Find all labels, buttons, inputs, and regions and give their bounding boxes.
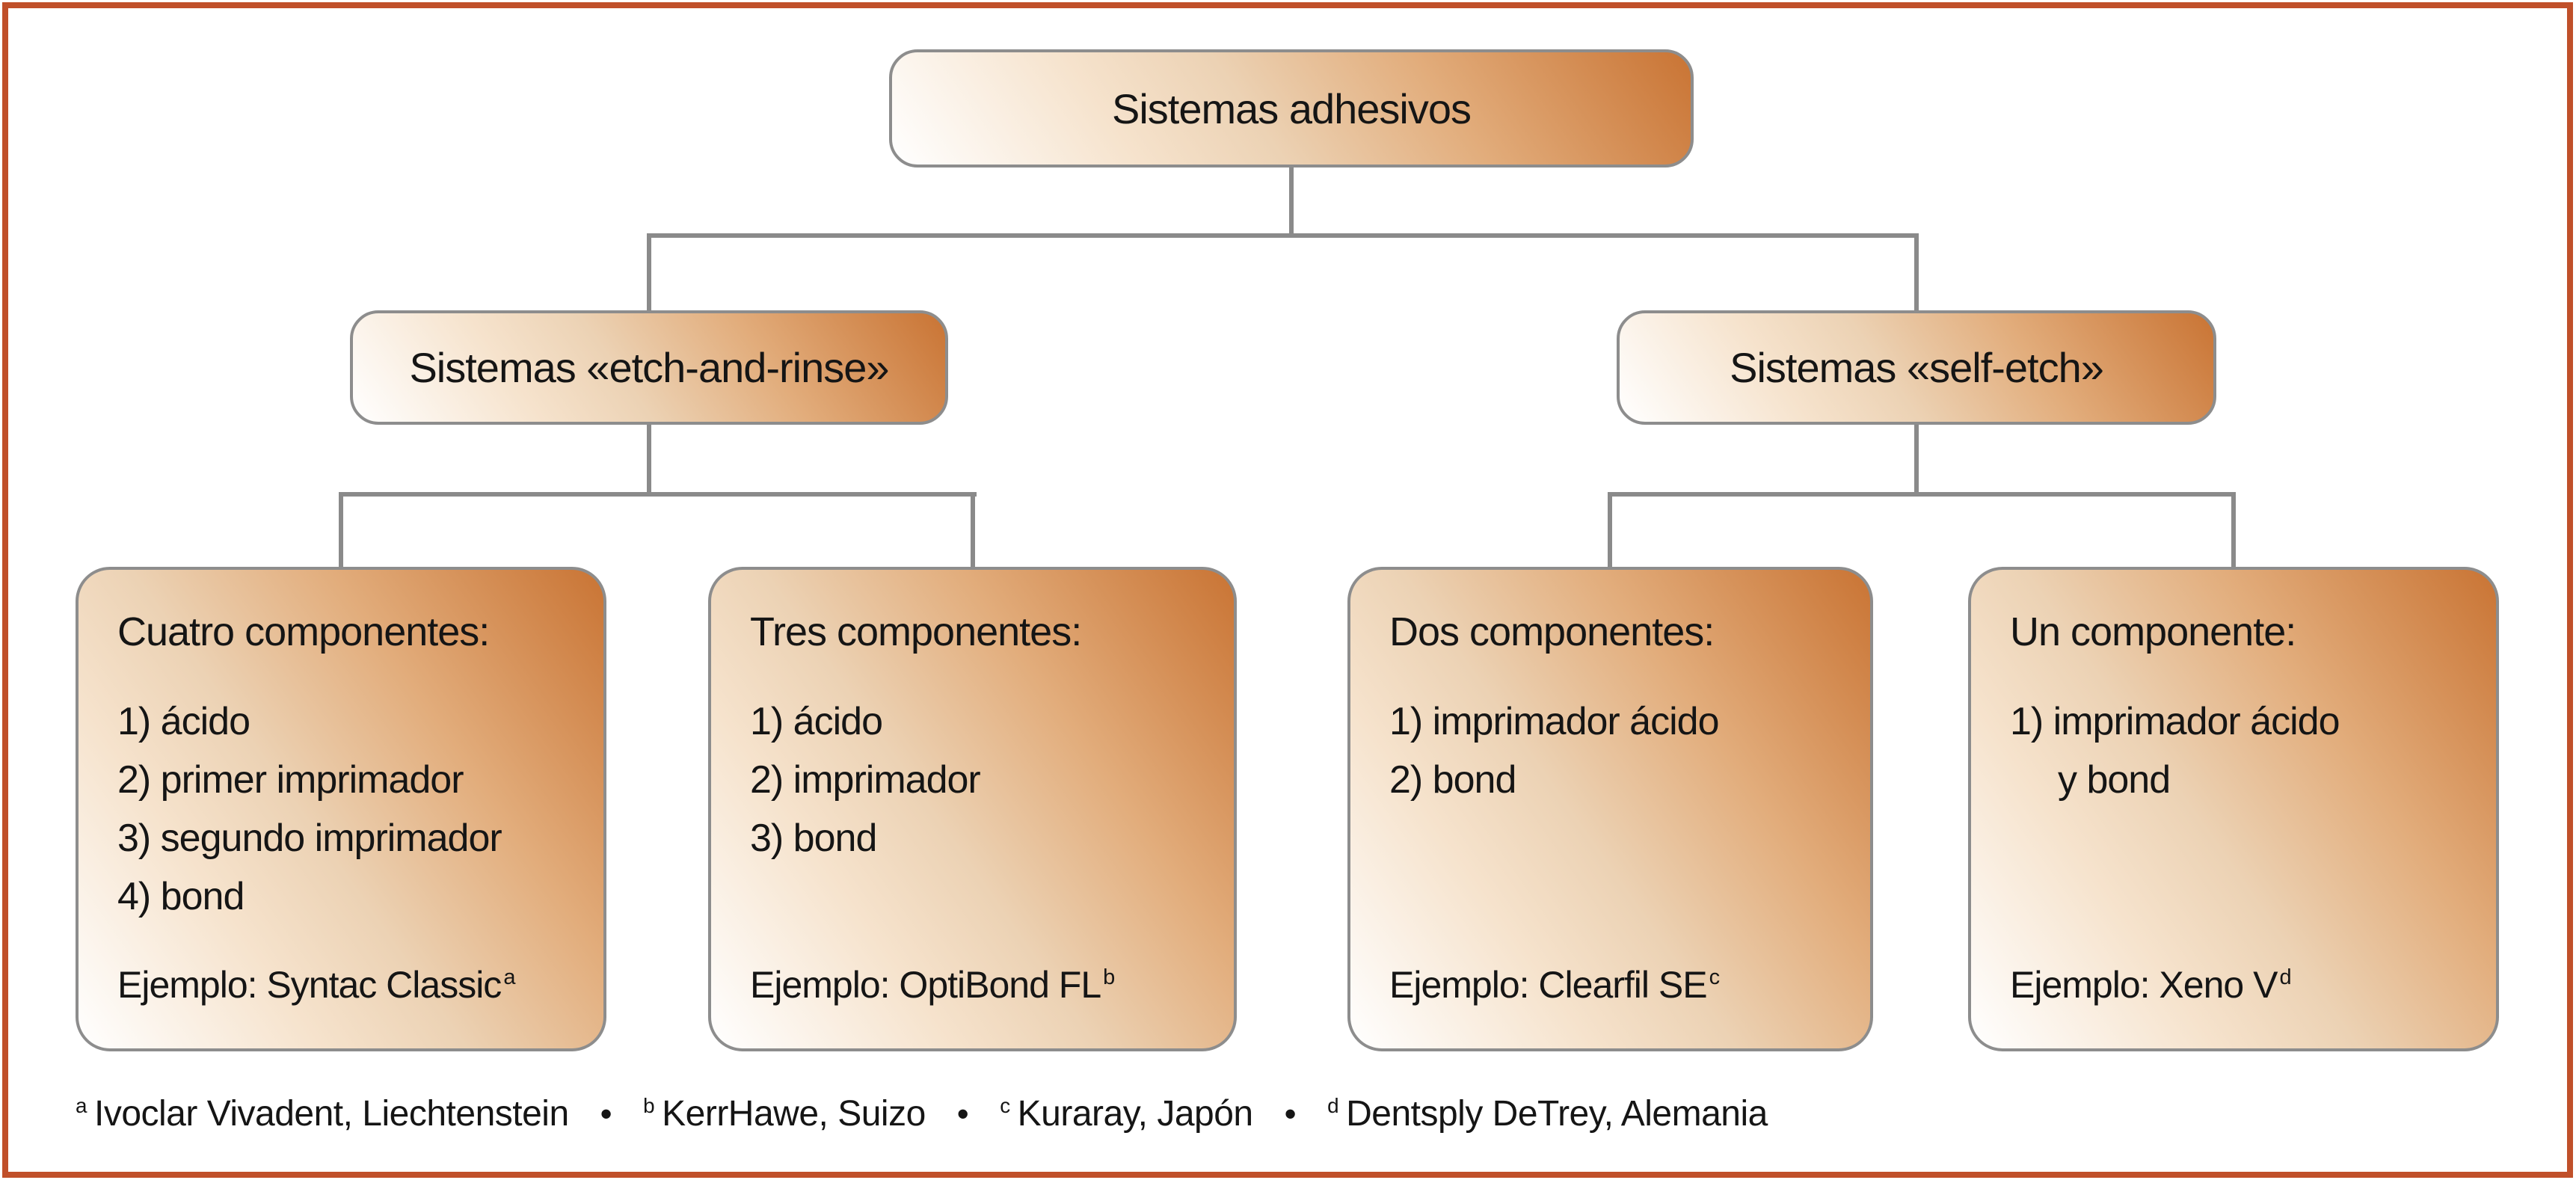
connector-self-left-drop xyxy=(1608,492,1612,568)
connector-level1-right-drop xyxy=(1914,233,1919,313)
connector-self-stem xyxy=(1914,422,1919,497)
footnote-text: Dentsply DeTrey, Alemania xyxy=(1346,1094,1768,1134)
node-etch-and-rinse-label: Sistemas «etch-and-rinse» xyxy=(409,344,889,391)
connector-level1-left-drop xyxy=(647,233,651,313)
leaf-heading: Dos componentes: xyxy=(1389,609,1715,654)
footnote-marker: d xyxy=(1327,1094,1339,1117)
list-item: 2) imprimador xyxy=(750,758,981,802)
example-superscript: b xyxy=(1103,965,1115,990)
leaf-heading: Cuatro componentes: xyxy=(117,609,490,654)
leaf-heading: Tres componentes: xyxy=(750,609,1082,654)
bullet-separator: • xyxy=(956,1095,969,1133)
example-text: Ejemplo: Syntac Classic xyxy=(117,964,502,1006)
list-item: 3) bond xyxy=(750,817,877,860)
example-superscript: a xyxy=(503,965,515,990)
example-text: Ejemplo: Clearfil SE xyxy=(1389,964,1708,1006)
leaf-dos-componentes: Dos componentes: 1) imprimador ácido 2) … xyxy=(1347,567,1873,1051)
leaf-cuatro-componentes: Cuatro componentes: 1) ácido 2) primer i… xyxy=(76,567,606,1051)
list-item: 2) primer imprimador xyxy=(117,758,464,802)
connector-self-right-drop xyxy=(2231,492,2236,568)
node-root-label: Sistemas adhesivos xyxy=(1111,84,1472,132)
example-superscript: d xyxy=(2279,965,2291,990)
list-item: 1) imprimador ácido xyxy=(2010,700,2340,743)
footnote-text: Ivoclar Vivadent, Liechtenstein xyxy=(93,1094,569,1134)
node-self-etch-label: Sistemas «self-etch» xyxy=(1730,344,2104,391)
footnote-marker: a xyxy=(76,1094,87,1117)
connector-level1-horizontal xyxy=(647,233,1919,238)
footnote-marker: b xyxy=(643,1094,655,1117)
example-text: Ejemplo: Xeno V xyxy=(2010,964,2278,1006)
list-item: 2) bond xyxy=(1389,758,1516,802)
leaf-un-componente: Un componente: 1) imprimador ácido y bon… xyxy=(1968,567,2499,1051)
connector-self-horizontal xyxy=(1608,492,2236,497)
connector-root-stem xyxy=(1289,168,1294,238)
footnotes: a Ivoclar Vivadent, Liechtenstein • b KerrHa… xyxy=(76,1093,2491,1134)
footnote-text: KerrHawe, Suizo xyxy=(662,1094,926,1134)
connector-etch-right-drop xyxy=(971,492,975,568)
list-item: 4) bond xyxy=(117,875,245,918)
bullet-separator: • xyxy=(600,1095,612,1133)
list-item: 1) imprimador ácido xyxy=(1389,700,1719,743)
bullet-separator: • xyxy=(1284,1095,1297,1133)
footnote-text: Kuraray, Japón xyxy=(1017,1094,1253,1134)
node-etch-and-rinse: Sistemas «etch-and-rinse» xyxy=(350,310,948,425)
connector-etch-left-drop xyxy=(339,492,343,568)
node-sistemas-adhesivos: Sistemas adhesivos xyxy=(889,49,1694,168)
connector-etch-horizontal xyxy=(339,492,977,497)
example-superscript: c xyxy=(1709,965,1720,990)
footnote-marker: c xyxy=(1000,1094,1010,1117)
connector-etch-stem xyxy=(647,422,651,497)
list-item: 1) ácido xyxy=(117,700,250,743)
list-item-continuation: y bond xyxy=(2058,758,2171,802)
example-text: Ejemplo: OptiBond FL xyxy=(750,964,1101,1006)
list-item: 3) segundo imprimador xyxy=(117,817,502,860)
leaf-heading: Un componente: xyxy=(2010,609,2296,654)
list-item: 1) ácido xyxy=(750,700,883,743)
node-self-etch: Sistemas «self-etch» xyxy=(1617,310,2216,425)
leaf-tres-componentes: Tres componentes: 1) ácido 2) imprimador… xyxy=(708,567,1237,1051)
